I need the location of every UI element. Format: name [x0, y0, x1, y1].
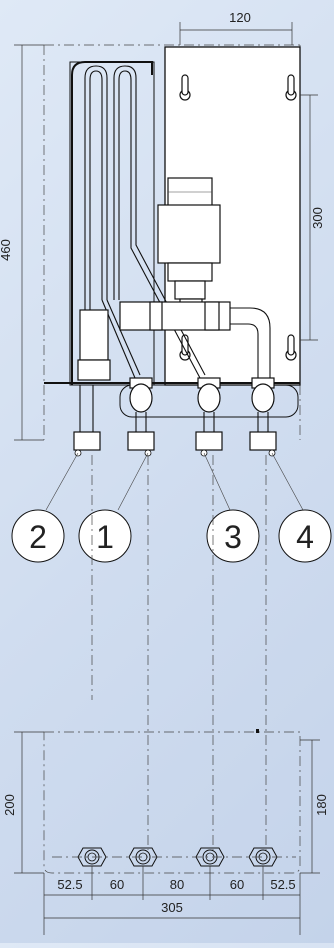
fitting-nut	[127, 431, 155, 451]
projection-lines	[91, 455, 267, 850]
callout-number: 4	[296, 519, 314, 555]
dim-label-spacing: 60	[110, 877, 124, 892]
outlet-union	[251, 377, 275, 413]
keyhole-slot	[285, 74, 297, 101]
dim-label-460: 460	[0, 239, 13, 261]
dim-label-spacing: 60	[230, 877, 244, 892]
front-view	[43, 44, 301, 457]
dimension-spacings: 52.5 60 80 60 52.5 305	[43, 866, 301, 935]
dimension-bottom-height: 200	[2, 731, 44, 874]
dimension-panel-height: 300	[300, 94, 325, 341]
outlet-union	[129, 377, 153, 413]
callout-number: 2	[29, 519, 47, 555]
callouts: 2 1 3 4	[11, 452, 332, 563]
bottom-view	[43, 729, 301, 874]
dim-label-300: 300	[310, 207, 325, 229]
left-frame	[69, 61, 155, 386]
dim-label-spacing: 52.5	[57, 877, 82, 892]
dim-label-spacing: 80	[170, 877, 184, 892]
dim-label-overall-width: 305	[161, 900, 183, 915]
callout-circle-3	[206, 509, 260, 563]
outlet-union	[197, 377, 221, 413]
callout-number: 1	[96, 519, 114, 555]
fitting-nut	[195, 431, 223, 451]
fitting-nut	[249, 431, 277, 451]
dim-label-spacing: 52.5	[270, 877, 295, 892]
dim-label-180: 180	[314, 794, 329, 816]
dim-label-120: 120	[229, 10, 251, 25]
callout-circle-2	[11, 509, 65, 563]
dimension-bracket-height: 180	[300, 739, 329, 874]
dimension-total-height: 460	[0, 44, 44, 441]
callout-number: 3	[224, 519, 242, 555]
keyhole-slot	[285, 334, 297, 361]
fitting-nut	[73, 431, 101, 451]
callout-circle-4	[278, 509, 332, 563]
keyhole-slot	[179, 74, 191, 101]
dim-label-200: 200	[2, 794, 17, 816]
dimension-top-width: 120	[179, 10, 293, 45]
